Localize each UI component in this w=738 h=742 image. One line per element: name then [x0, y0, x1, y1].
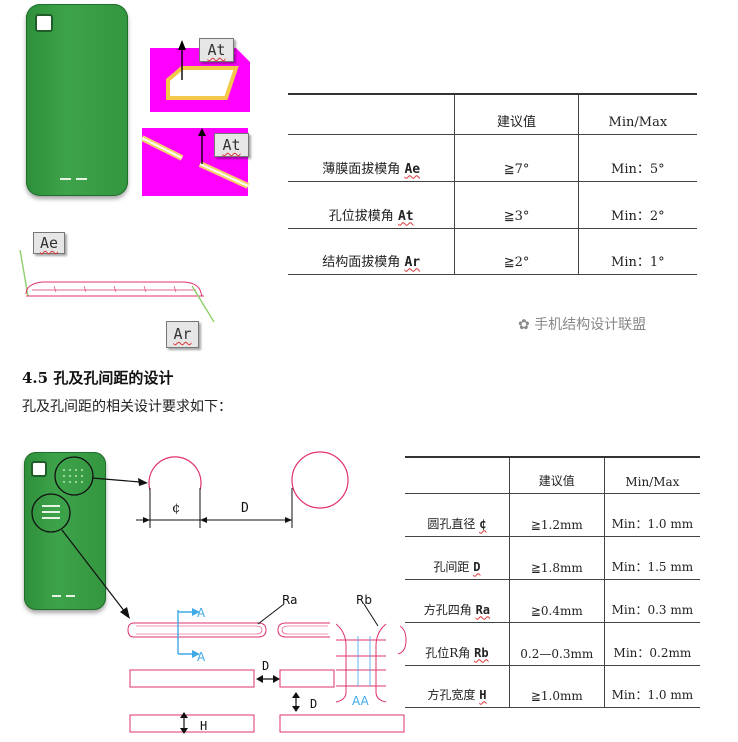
round-hole-right: [291, 451, 349, 509]
header-cell: 建议值: [508, 456, 605, 494]
minmax-cell: Min：0.2mm: [603, 621, 700, 666]
param-name-cell: 孔间距 D: [405, 535, 510, 580]
speaker-slot: [76, 178, 87, 180]
minmax-cell: Min：1.0 mm: [603, 664, 700, 708]
section-aa-view: [335, 623, 407, 703]
table-row: 薄膜面拔模角 Ae ≧7° Min：5°: [288, 133, 697, 182]
hole-layout-diagram: ¢ D A A Ra Rb D D AA H: [31, 451, 407, 734]
header-cell: [405, 456, 510, 494]
recommended-cell: 0.2—0.3mm: [508, 621, 605, 666]
table-row: 孔位拔模角 At ≧3° Min：2°: [288, 180, 697, 229]
slot-hole-1: [127, 622, 267, 638]
phone-back-illustration: [26, 4, 128, 196]
label-distance: D: [241, 501, 249, 516]
hole-spec-table: 建议值 Min/Max 圆孔直径 ¢ ≧1.2mm Min：1.0 mm 孔间距…: [405, 456, 700, 708]
callout-ae: Ae: [33, 232, 65, 254]
label-d-right: D: [262, 659, 269, 673]
slot-bar-2: [279, 669, 335, 688]
minmax-cell: Min：1.5 mm: [603, 535, 700, 580]
hole-draft-detail-upper: [150, 40, 250, 112]
param-name-cell: 方孔宽度 H: [405, 664, 510, 708]
slot-hole-zoom-circle: [31, 493, 71, 533]
label-a-lower: A: [197, 650, 206, 664]
recommended-cell: ≧7°: [454, 133, 579, 182]
round-hole-zoom-circle: [54, 456, 94, 496]
table-row: 孔间距 D ≧1.8mm Min：1.5 mm: [405, 535, 700, 580]
minmax-cell: Min：5°: [577, 133, 697, 182]
header-cell: 建议值: [454, 93, 579, 135]
callout-at-lower: At: [214, 133, 249, 157]
slot-bar-3: [129, 714, 255, 733]
recommended-cell: ≧1.8mm: [508, 535, 605, 580]
callout-ar: Ar: [166, 321, 199, 348]
speaker-slot: [52, 595, 61, 597]
label-rb: Rb: [356, 593, 372, 607]
slot-bar-4: [279, 714, 405, 733]
label-a-upper: A: [197, 606, 206, 620]
recommended-cell: ≧0.4mm: [508, 578, 605, 623]
housing-side-profile: [19, 249, 215, 323]
table-header-row: 建议值 Min/Max: [288, 93, 697, 135]
param-name-cell: 方孔四角 Ra: [405, 578, 510, 623]
param-name-cell: 结构面拔模角 Ar: [288, 227, 456, 275]
recommended-cell: ≧3°: [454, 180, 579, 229]
section-intro: 孔及孔间距的相关设计要求如下：: [22, 399, 232, 415]
header-cell: Min/Max: [577, 93, 697, 135]
label-d-lower: D: [310, 697, 317, 711]
camera-window: [31, 461, 47, 477]
wechat-icon: ✿: [518, 317, 530, 333]
camera-window: [35, 14, 53, 32]
label-h: H: [200, 719, 207, 733]
param-name-cell: 圆孔直径 ¢: [405, 492, 510, 537]
minmax-cell: Min：0.3 mm: [603, 578, 700, 623]
slot-hole-2: [277, 622, 330, 638]
header-cell: [288, 93, 456, 135]
speaker-slot: [66, 595, 75, 597]
table-row: 孔位R角 Rb 0.2—0.3mm Min：0.2mm: [405, 621, 700, 666]
round-hole-left: [148, 456, 202, 491]
param-name-cell: 孔位R角 Rb: [405, 621, 510, 666]
recommended-cell: ≧2°: [454, 227, 579, 275]
draft-angle-table: 建议值 Min/Max 薄膜面拔模角 Ae ≧7° Min：5° 孔位拔模角 A…: [288, 93, 697, 275]
table-row: 圆孔直径 ¢ ≧1.2mm Min：1.0 mm: [405, 492, 700, 537]
label-diameter: ¢: [172, 501, 180, 516]
minmax-cell: Min：1°: [577, 227, 697, 275]
table-row: 方孔四角 Ra ≧0.4mm Min：0.3 mm: [405, 578, 700, 623]
table-row: 结构面拔模角 Ar ≧2° Min：1°: [288, 227, 697, 275]
minmax-cell: Min：2°: [577, 180, 697, 229]
recommended-cell: ≧1.2mm: [508, 492, 605, 537]
table-header-row: 建议值 Min/Max: [405, 456, 700, 494]
section-heading: 4.5 孔及孔间距的设计: [22, 369, 174, 387]
label-aa: AA: [352, 694, 370, 708]
recommended-cell: ≧1.0mm: [508, 664, 605, 708]
speaker-slot: [60, 178, 71, 180]
label-ra: Ra: [282, 593, 297, 607]
minmax-cell: Min：1.0 mm: [603, 492, 700, 537]
watermark: ✿ 手机结构设计联盟: [518, 317, 647, 333]
param-name-cell: 孔位拔模角 At: [288, 180, 456, 229]
slot-bar-1: [129, 669, 255, 688]
header-cell: Min/Max: [603, 456, 700, 494]
callout-at-upper: At: [199, 38, 234, 62]
table-row: 方孔宽度 H ≧1.0mm Min：1.0 mm: [405, 664, 700, 708]
param-name-cell: 薄膜面拔模角 Ae: [288, 133, 456, 182]
